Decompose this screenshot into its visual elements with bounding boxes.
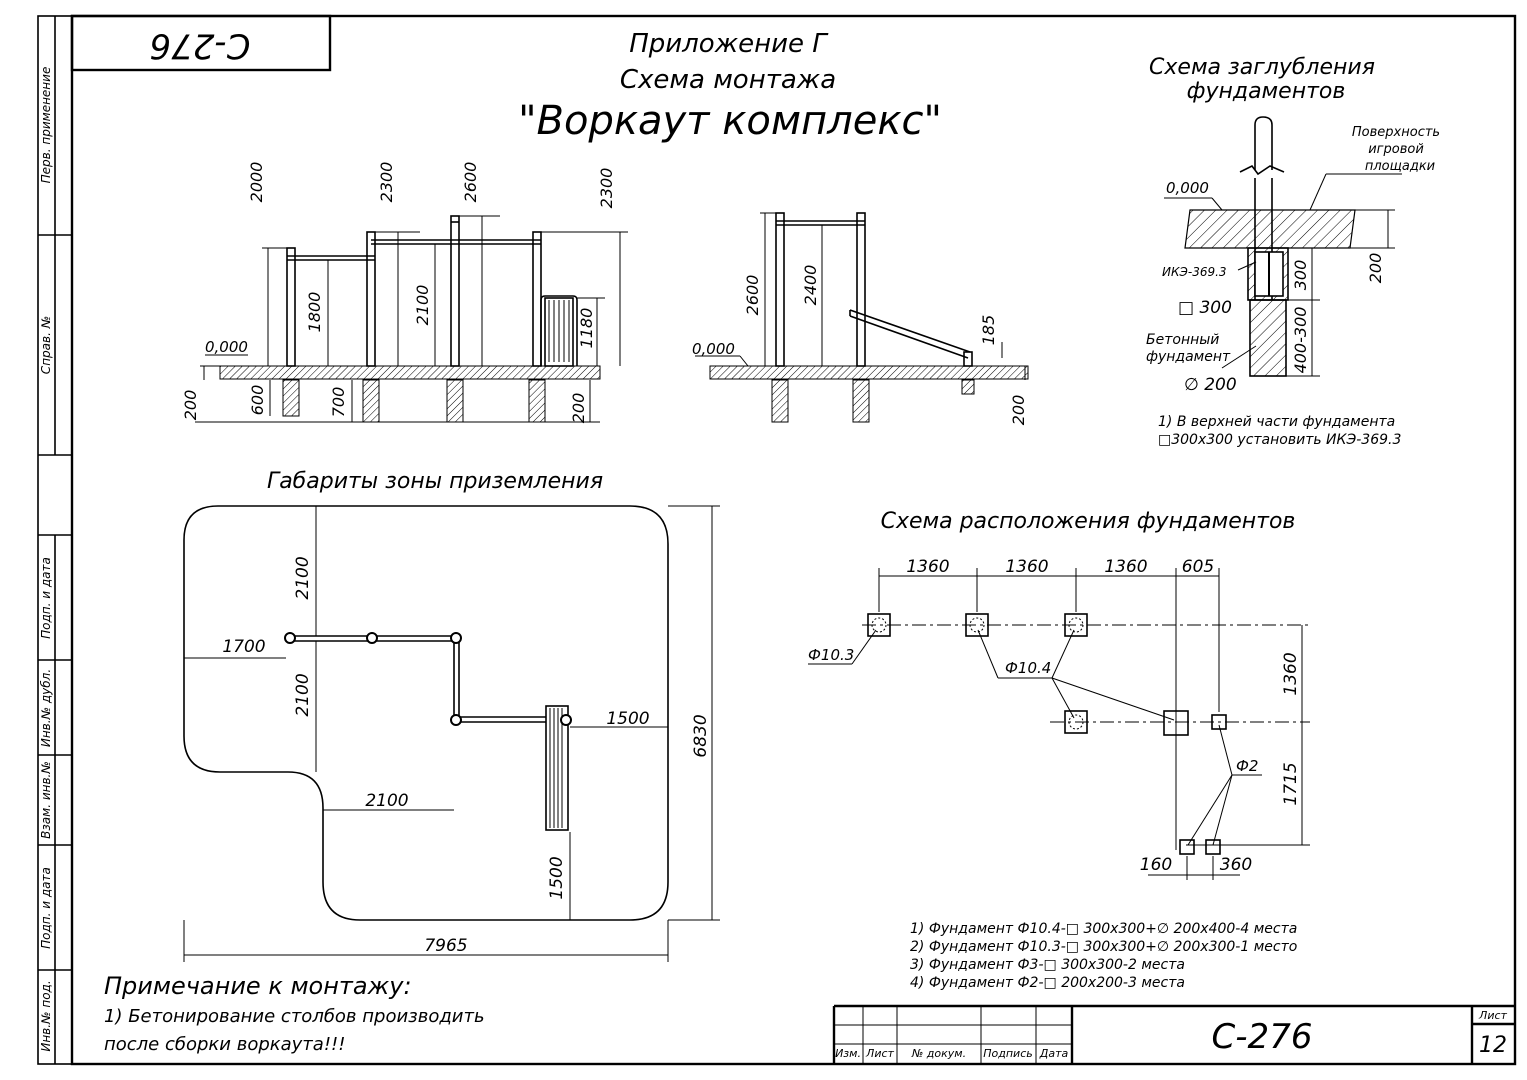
depth-surface-3: площадки [1365, 159, 1435, 174]
layout-dim-1360b: 1360 [1005, 557, 1048, 577]
tb-code: C-276 [1212, 1017, 1313, 1057]
layout-dim-605: 605 [1182, 557, 1214, 577]
title-appendix: Приложение Г [629, 29, 829, 59]
landing-dim-1700: 1700 [222, 637, 265, 657]
depth-diameter: ∅ 200 [1184, 375, 1237, 395]
top-code-box: C-276 [70, 14, 332, 72]
depth-dim-200: 200 [1366, 253, 1385, 284]
landing-dim-2100c: 2100 [365, 791, 408, 811]
depth-concrete-1: Бетонный [1146, 332, 1219, 348]
stamp-vzam: Взам. инв.№ [39, 761, 53, 839]
stamp-podp1: Подп. и дата [39, 557, 53, 639]
front-view: 0,000 2600 2400 185 200 [692, 212, 1029, 426]
stamp-inv-pod: Инв.№ под. [39, 980, 53, 1051]
layout-dim-360: 360 [1220, 855, 1252, 875]
stamp-podp2: Подп. и дата [39, 867, 53, 949]
tb-header-doc: № докум. [911, 1047, 966, 1060]
tb-header-izm: Изм. [835, 1047, 861, 1060]
layout-dim-1360d: 1360 [1281, 652, 1301, 695]
layout-note-3: 3) Фундамент Ф3-□ 300х300-2 места [910, 957, 1185, 973]
stamp-sprav: Справ. № [39, 316, 53, 374]
layout-dim-1360a: 1360 [906, 557, 949, 577]
landing-dim-1500b: 1500 [547, 856, 567, 899]
front-dim-185: 185 [979, 315, 998, 346]
depth-scheme: Схема заглубления фундаментов Поверхност… [1146, 55, 1440, 448]
landing-dim-1500a: 1500 [606, 709, 649, 729]
mounting-note: Примечание к монтажу: 1) Бетонирование с… [104, 972, 485, 1055]
layout-label-f104: Ф10.4 [1005, 659, 1051, 677]
depth-zero: 0,000 [1166, 179, 1209, 197]
tb-sheet-number: 12 [1479, 1033, 1507, 1058]
side-dim-2600: 2600 [461, 162, 480, 203]
side-dim-200b: 200 [569, 393, 588, 424]
landing-dim-6830: 6830 [691, 714, 711, 757]
landing-dim-7965: 7965 [424, 936, 467, 956]
depth-dim-400-300: 400-300 [1291, 307, 1310, 374]
side-dim-2300b: 2300 [597, 168, 616, 209]
side-dim-700: 700 [329, 387, 348, 418]
layout-note-2: 2) Фундамент Ф10.3-□ 300х300+∅ 200х300-1… [910, 939, 1297, 955]
landing-dim-2100a: 2100 [293, 556, 313, 599]
side-view: 0,000 2000 2300 2600 2300 1800 2100 1180… [181, 162, 628, 424]
title-product: "Воркаут комплекс" [518, 98, 942, 144]
layout-dim-160: 160 [1140, 855, 1172, 875]
front-dim-2600: 2600 [743, 275, 762, 316]
front-dim-2400: 2400 [801, 265, 820, 306]
depth-concrete-2: фундамент [1146, 349, 1231, 365]
sheet-frame [37, 14, 1517, 1066]
mounting-note-title: Примечание к монтажу: [104, 972, 412, 1000]
depth-title-1: Схема заглубления [1149, 55, 1375, 80]
top-code: C-276 [150, 26, 251, 66]
title-scheme: Схема монтажа [620, 65, 836, 95]
side-dim-1180: 1180 [577, 308, 596, 349]
side-dim-2300a: 2300 [377, 162, 396, 203]
depth-note-2: □300х300 установить ИКЭ-369.3 [1158, 432, 1401, 448]
side-zero: 0,000 [205, 338, 248, 356]
tb-header-sign: Подпись [983, 1047, 1032, 1060]
depth-dim-300: 300 [1291, 260, 1310, 291]
depth-title-2: фундаментов [1187, 79, 1346, 104]
side-dim-600: 600 [248, 385, 267, 416]
tb-header-date: Дата [1039, 1047, 1069, 1060]
landing-zone: Габариты зоны приземления [183, 469, 720, 962]
landing-title: Габариты зоны приземления [267, 469, 603, 494]
side-dim-200a: 200 [181, 390, 200, 421]
front-zero: 0,000 [692, 340, 735, 358]
stamp-perv: Перв. применение [39, 67, 53, 184]
mounting-note-line1: 1) Бетонирование столбов производить [104, 1006, 485, 1027]
side-dim-2000: 2000 [247, 162, 266, 203]
depth-surface-2: игровой [1368, 142, 1424, 157]
layout-dim-1715: 1715 [1281, 762, 1301, 805]
layout-dim-1360c: 1360 [1104, 557, 1147, 577]
title-block: Изм. Лист № докум. Подпись Дата C-276 Ли… [832, 1004, 1515, 1064]
layout-note-4: 4) Фундамент Ф2-□ 200х200-3 места [910, 975, 1185, 991]
tb-header-list: Лист [865, 1047, 894, 1060]
foundation-layout: Схема расположения фундаментов [808, 509, 1310, 991]
tb-sheet-label: Лист [1478, 1009, 1507, 1022]
depth-ike: ИКЭ-369.3 [1162, 265, 1227, 279]
layout-note-1: 1) Фундамент Ф10.4-□ 300х300+∅ 200х400-4… [910, 921, 1297, 937]
depth-note-1: 1) В верхней части фундамента [1158, 414, 1395, 430]
side-dim-2100: 2100 [413, 285, 432, 326]
landing-dim-2100b: 2100 [293, 673, 313, 716]
side-dim-1800: 1800 [305, 292, 324, 333]
layout-label-f103: Ф10.3 [808, 646, 854, 664]
mounting-note-line2: после сборки воркаута!!! [104, 1034, 345, 1055]
layout-title: Схема расположения фундаментов [881, 509, 1296, 534]
depth-surface-1: Поверхность [1352, 125, 1440, 140]
title-block-top: Приложение Г Схема монтажа "Воркаут комп… [518, 29, 942, 144]
side-stamp: Перв. применение Справ. № Подп. и дата И… [39, 67, 53, 1052]
front-dim-200: 200 [1009, 395, 1028, 426]
depth-square: □ 300 [1178, 298, 1232, 318]
stamp-inv-dubl: Инв.№ дубл. [39, 669, 53, 747]
layout-label-f2: Ф2 [1236, 757, 1258, 775]
